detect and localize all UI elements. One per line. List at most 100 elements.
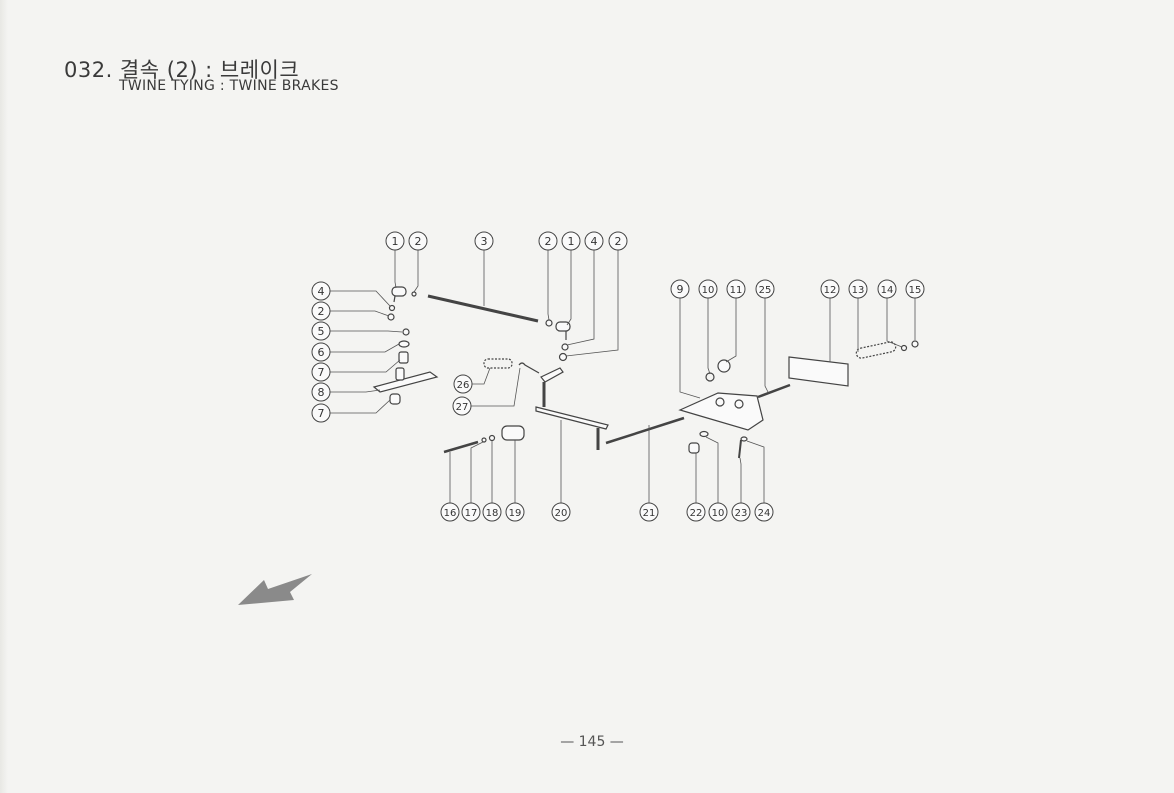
callout-label: 7: [318, 366, 325, 379]
callout-label: 7: [318, 407, 325, 420]
callout-1: 1: [561, 231, 581, 251]
callout-circle: [726, 279, 746, 299]
part-washer-14: [900, 344, 908, 352]
leader-line: [330, 359, 401, 373]
part-rod-end-right: [555, 321, 571, 332]
callout-2: 2: [608, 231, 628, 251]
part-lever-arm: [540, 367, 564, 383]
leader-line: [470, 441, 484, 503]
callout-2: 2: [311, 301, 331, 321]
leader-line: [566, 250, 572, 326]
callout-7: 7: [311, 403, 331, 423]
callout-label: 3: [481, 235, 488, 248]
callout-25: 25: [755, 279, 775, 299]
callout-label: 4: [591, 235, 598, 248]
callout-label: 17: [465, 508, 478, 519]
leader-line: [330, 330, 403, 333]
callout-5: 5: [311, 321, 331, 341]
parts-drawing: [372, 286, 919, 459]
callout-label: 15: [909, 285, 922, 296]
leader-line: [679, 298, 701, 399]
callout-label: 23: [735, 508, 748, 519]
callout-13: 13: [848, 279, 868, 299]
callout-circle: [877, 279, 897, 299]
callout-18: 18: [482, 502, 502, 522]
callout-label: 4: [318, 285, 325, 298]
part-washer: [388, 304, 396, 312]
leader-line: [547, 250, 550, 321]
callout-label: 22: [690, 508, 703, 519]
part-clip: [402, 328, 410, 336]
callout-label: 18: [486, 508, 499, 519]
part-rod-3: [427, 294, 539, 323]
part-bolt-23: [738, 439, 742, 459]
callout-label: 14: [881, 285, 894, 296]
callout-circle: [482, 502, 502, 522]
callout-circle: [905, 279, 925, 299]
page-title: 032. 결속 (2) : 브레이크: [64, 58, 300, 82]
callout-10: 10: [708, 502, 728, 522]
leader-line: [330, 389, 381, 393]
part-guide-12: [788, 356, 849, 387]
part-spring-26: [483, 358, 513, 369]
callout-label: 19: [509, 508, 522, 519]
part-bushing-22: [688, 442, 700, 454]
callout-26: 26: [453, 374, 473, 394]
callout-2: 2: [538, 231, 558, 251]
leader-line: [739, 457, 742, 503]
callout-label: 5: [318, 325, 325, 338]
callout-circle: [639, 502, 659, 522]
callout-15: 15: [905, 279, 925, 299]
callout-label: 2: [545, 235, 552, 248]
callout-circle: [698, 279, 718, 299]
leader-line: [886, 298, 903, 348]
callout-label: 8: [318, 386, 325, 399]
part-nut: [545, 319, 553, 327]
callout-circle: [311, 281, 331, 301]
callout-circle: [708, 502, 728, 522]
part-washer-10: [699, 430, 709, 438]
callout-label: 1: [568, 235, 575, 248]
callout-8: 8: [311, 382, 331, 402]
leader-line: [725, 298, 737, 363]
callout-circle: [584, 231, 604, 251]
callout-22: 22: [686, 502, 706, 522]
leader-line: [471, 367, 521, 407]
leader-line: [705, 436, 719, 503]
callout-23: 23: [731, 502, 751, 522]
callout-3: 3: [474, 231, 494, 251]
callout-circle: [505, 502, 525, 522]
callout-20: 20: [551, 502, 571, 522]
callout-7: 7: [311, 362, 331, 382]
leader-line: [394, 250, 397, 289]
callout-24: 24: [754, 502, 774, 522]
leader-line: [565, 250, 619, 357]
callout-label: 25: [759, 285, 772, 296]
part-washer: [561, 343, 569, 351]
leader-line: [746, 440, 765, 503]
leader-line: [707, 298, 711, 375]
part-pin: [411, 291, 417, 297]
callout-label: 13: [852, 285, 865, 296]
callout-circle: [311, 403, 331, 423]
callout-circle: [408, 231, 428, 251]
callout-label: 27: [456, 402, 469, 413]
callout-4: 4: [311, 281, 331, 301]
callout-circle: [848, 279, 868, 299]
callout-1: 1: [385, 231, 405, 251]
leader-lines: [330, 250, 916, 503]
callout-label: 11: [730, 285, 743, 296]
part-lever-20: [535, 406, 609, 430]
callout-10: 10: [698, 279, 718, 299]
leader-line: [413, 250, 419, 293]
part-nut-11: [717, 359, 731, 373]
callout-16: 16: [440, 502, 460, 522]
part-nut: [387, 313, 395, 321]
leader-line: [330, 399, 391, 414]
part-bolt-16: [443, 440, 479, 454]
part-bushing-lower: [389, 393, 401, 405]
part-pin-25: [757, 383, 791, 399]
callout-circle: [385, 231, 405, 251]
leader-line: [764, 298, 769, 393]
